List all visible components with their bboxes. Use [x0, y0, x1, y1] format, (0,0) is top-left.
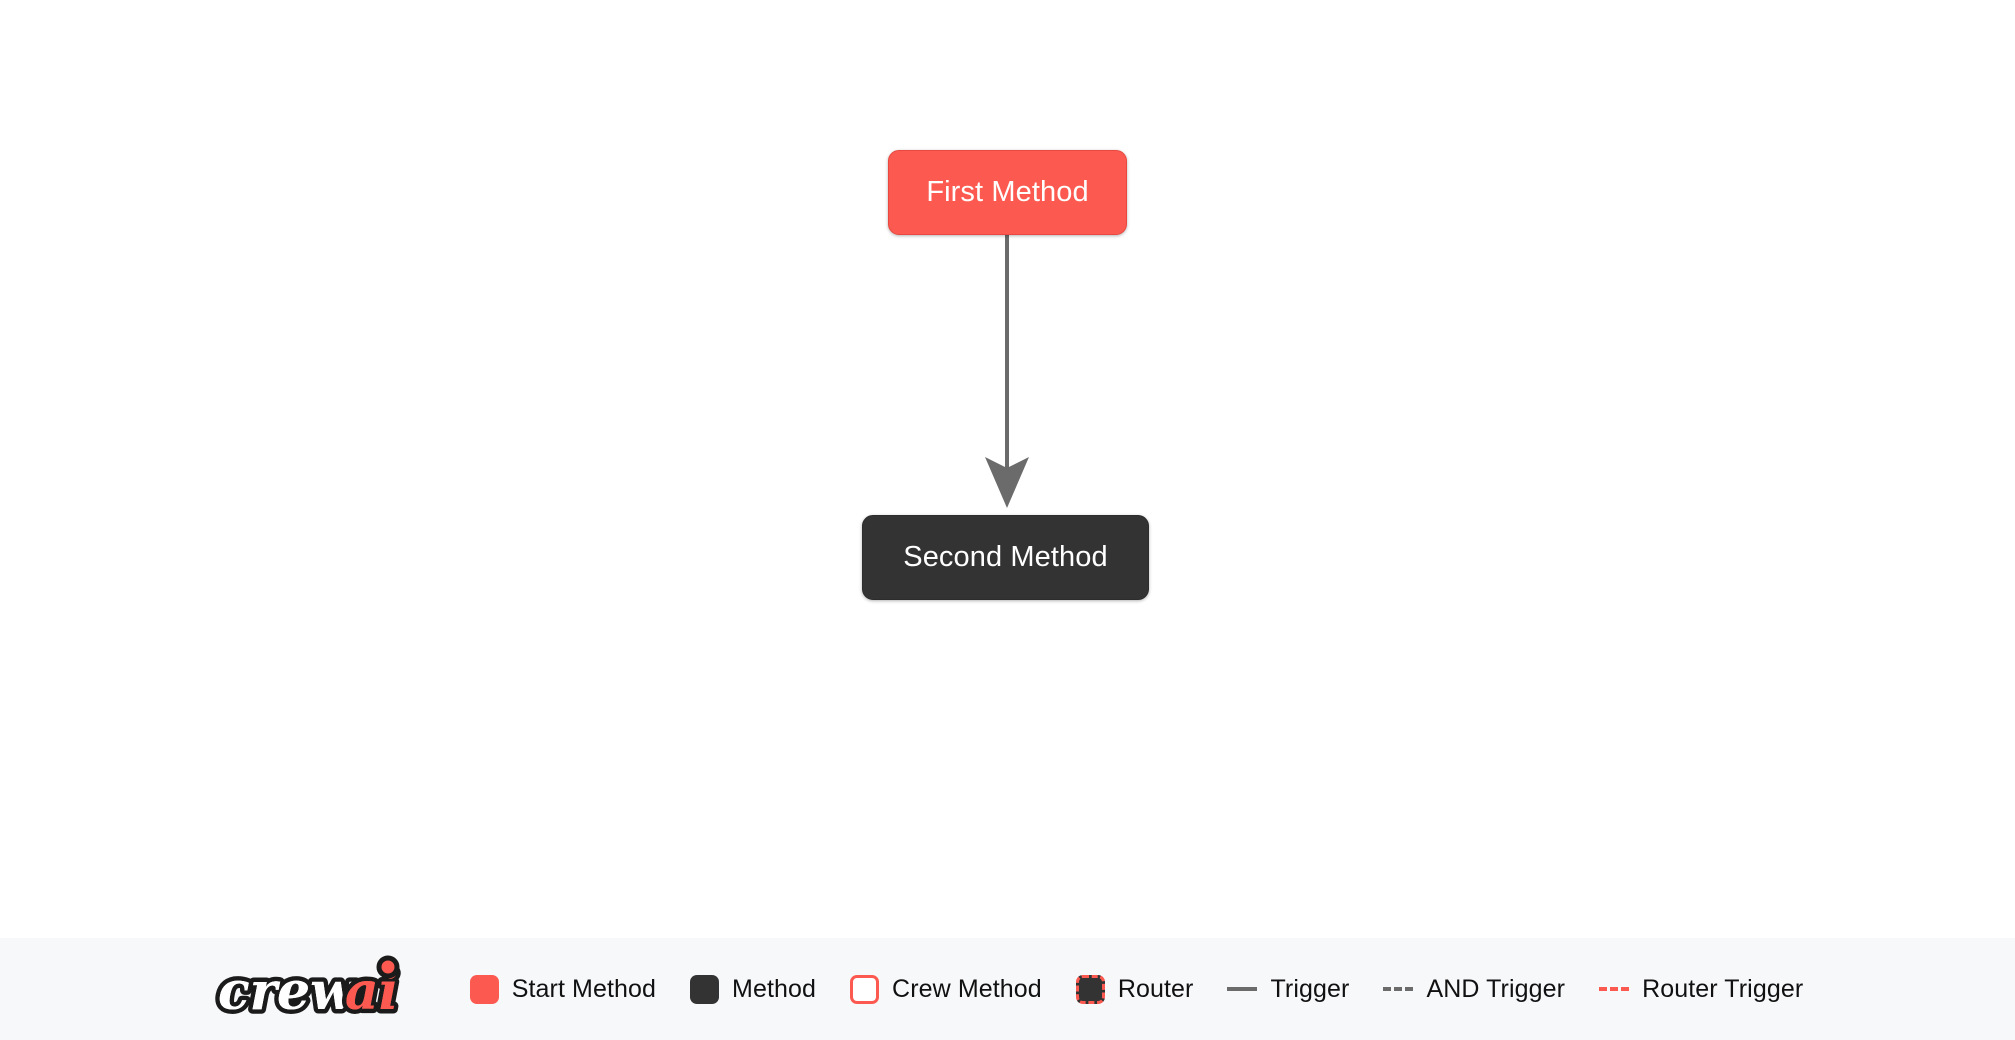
legend-item-crew-method-label: Crew Method [892, 974, 1042, 1003]
crewai-logo: crew crew ai ai [213, 955, 403, 1025]
edge-first-to-second [985, 235, 1029, 508]
legend-item-and-trigger[interactable]: AND Trigger [1383, 938, 1565, 1040]
legend-item-router[interactable]: Router [1075, 938, 1194, 1040]
legend-items-container: crew crew ai ai Start Method Method Crew… [212, 938, 1804, 1040]
node-first-method-label: First Method [926, 176, 1089, 208]
legend-item-method[interactable]: Method [690, 938, 816, 1040]
arrowhead-icon [985, 457, 1029, 508]
legend-item-crew-method[interactable]: Crew Method [850, 938, 1042, 1040]
router-trigger-line-icon [1599, 987, 1630, 991]
legend-item-start-method[interactable]: Start Method [469, 938, 657, 1040]
method-swatch-icon [690, 974, 720, 1004]
legend-item-router-trigger[interactable]: Router Trigger [1599, 938, 1803, 1040]
crewai-logo-crew-fill: crew [218, 961, 357, 1022]
node-first-method[interactable]: First Method [888, 150, 1127, 235]
legend-item-router-trigger-label: Router Trigger [1642, 974, 1804, 1003]
flow-canvas[interactable]: First Method Second Method [0, 0, 2015, 938]
start-method-swatch-icon [469, 974, 499, 1004]
legend-item-and-trigger-label: AND Trigger [1426, 974, 1566, 1003]
node-second-method-label: Second Method [903, 541, 1108, 573]
router-swatch-icon [1075, 974, 1105, 1004]
crewai-logo-dot [376, 955, 400, 979]
legend-bar: crew crew ai ai Start Method Method Crew… [0, 938, 2015, 1040]
legend-item-trigger[interactable]: Trigger [1227, 938, 1349, 1040]
node-second-method[interactable]: Second Method [862, 515, 1149, 600]
crew-method-swatch-icon [850, 974, 880, 1004]
legend-item-router-label: Router [1117, 974, 1194, 1003]
and-trigger-line-icon [1383, 987, 1414, 991]
trigger-line-icon [1227, 987, 1258, 991]
legend-item-start-method-label: Start Method [511, 974, 657, 1003]
crewai-logo-crew-text: crew [218, 961, 357, 1022]
edge-layer [985, 235, 1029, 508]
legend-item-trigger-label: Trigger [1270, 974, 1350, 1003]
legend-item-method-label: Method [732, 974, 817, 1003]
